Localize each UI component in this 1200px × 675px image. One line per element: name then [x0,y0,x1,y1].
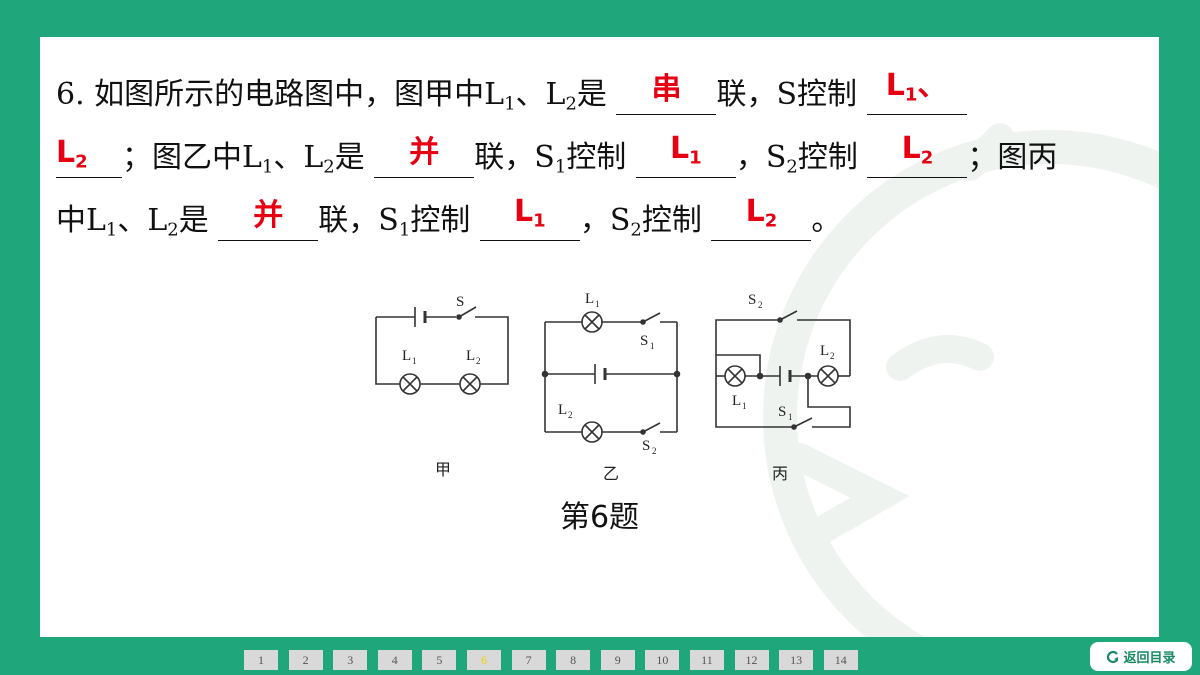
question-line-1: 6. 如图所示的电路图中，图甲中L1、L2是 串联，S控制 L1、 [56,68,967,115]
answer-blank-jia-s: L1、 [866,68,967,115]
svg-text:2: 2 [476,356,481,366]
svg-text:2: 2 [568,410,573,420]
circuit-yi: L 1 S 1 L 2 S 2 乙 [541,291,681,483]
svg-text:2: 2 [830,351,835,361]
answer-blank-yi-s1: L1 [635,131,736,178]
page-navigation: 1 2 3 4 5 6 7 8 9 10 11 12 13 14 [244,650,868,670]
label-L2: L [466,348,475,364]
question-line-3: 中L1、L2是 并联，S1控制 L1，S2控制 L2。 [56,194,842,241]
page-button-11[interactable]: 11 [689,650,724,670]
svg-text:1: 1 [742,401,747,411]
page-button-8[interactable]: 8 [556,650,591,670]
label-S2: S [748,292,756,308]
label-bing: 丙 [772,466,788,483]
label-L1: L [732,393,741,409]
page-button-13[interactable]: 13 [779,650,814,670]
answer-blank-jia-type: 串 [616,72,717,115]
page-button-7[interactable]: 7 [511,650,546,670]
page-button-4[interactable]: 4 [377,650,412,670]
svg-text:2: 2 [758,300,763,310]
back-button-label: 返回目录 [1123,651,1176,666]
label-S2: S [642,438,650,454]
circuit-jia: S L 1 L 2 甲 [375,294,509,479]
answer-blank-yi-s2: L2 [867,131,968,178]
page-button-5[interactable]: 5 [422,650,457,670]
label-L1: L [402,348,411,364]
svg-text:1: 1 [412,356,417,366]
figure-caption: 第6题 [559,500,640,535]
page-button-10[interactable]: 10 [645,650,680,670]
svg-text:1: 1 [595,299,600,309]
label-L2: L [558,402,567,418]
page-button-6[interactable]: 6 [466,650,501,670]
answer-blank-bing-type: 并 [218,198,319,241]
svg-text:2: 2 [652,446,657,456]
label-S1: S [640,333,648,349]
answer-blank-bing-s2: L2 [711,194,812,241]
svg-text:1: 1 [650,341,655,351]
page-button-12[interactable]: 12 [734,650,769,670]
slide-card: 6. 如图所示的电路图中，图甲中L1、L2是 串联，S控制 L1、 L2；图乙中… [40,37,1159,637]
page-button-3[interactable]: 3 [333,650,368,670]
return-arrow-icon [1107,650,1119,663]
circuit-figure: S L 1 L 2 甲 [375,291,851,483]
label-jia: 甲 [435,462,451,479]
page-button-2[interactable]: 2 [288,650,323,670]
answer-blank-yi-type: 并 [374,135,475,178]
question-line-2: L2；图乙中L1、L2是 并联，S1控制 L1，S2控制 L2；图丙 [56,131,1058,178]
circuit-bing: S 2 L 2 L 1 S 1 丙 [715,292,851,483]
page-button-1[interactable]: 1 [244,650,278,670]
answer-blank-bing-s1: L1 [479,194,580,241]
watermark-icon [763,123,1159,637]
back-to-contents-button[interactable]: 返回目录 [1090,642,1192,671]
page-button-14[interactable]: 14 [823,650,858,670]
answer-blank-jia-s-cont: L2 [56,135,122,178]
label-L2: L [820,343,829,359]
svg-text:1: 1 [788,412,793,422]
label-L1: L [585,291,594,307]
label-S: S [456,294,464,310]
question-number: 6. [56,77,85,112]
page-button-9[interactable]: 9 [600,650,635,670]
label-S1: S [778,404,786,420]
label-yi: 乙 [603,466,619,483]
